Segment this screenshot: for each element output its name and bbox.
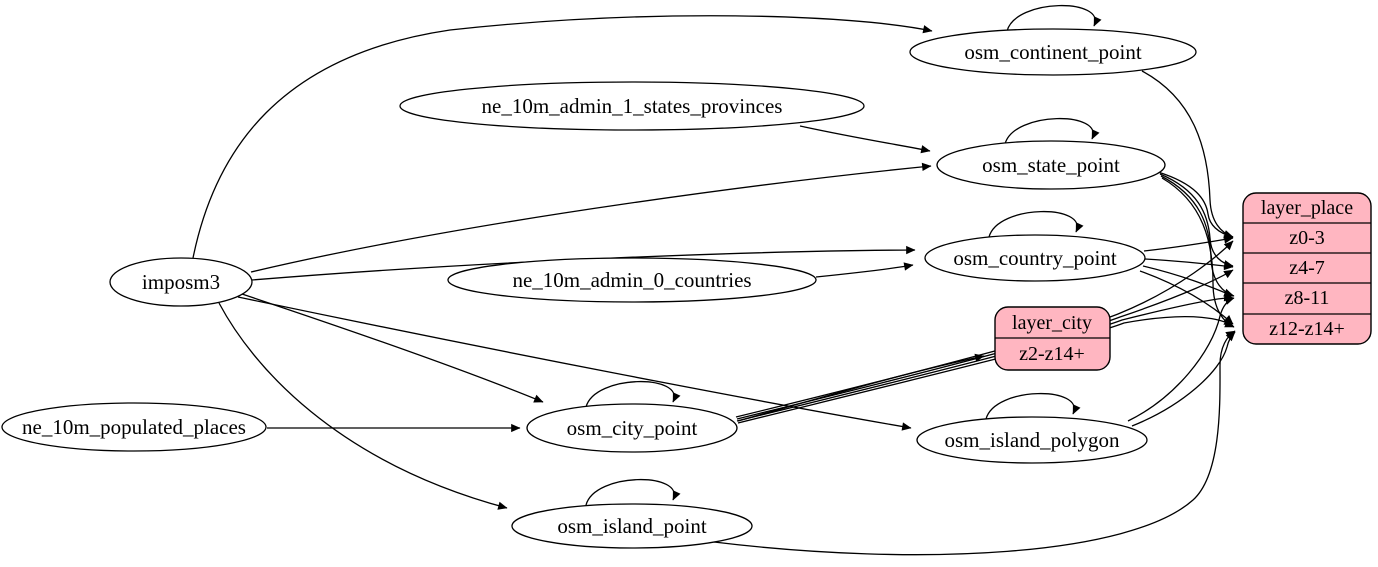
node-ne_10m_populated_places-shape	[1, 402, 267, 452]
record-layer_place-row-z0-3: z0-3	[1289, 227, 1325, 249]
edge-osm_island_polygon-self-loop	[985, 392, 1081, 420]
node-osm_island_polygon-label: osm_island_polygon	[944, 428, 1120, 452]
node-osm_country_point-shape	[924, 234, 1146, 282]
record-layer_place: layer_place z0-3 z4-7 z8-11 z12-z14+	[1242, 192, 1372, 345]
edge-osm_country_point-self-loop	[988, 210, 1084, 238]
edge-osm_state_point-self-loop	[1004, 117, 1100, 145]
node-ne_10m_admin_0_countries-label: ne_10m_admin_0_countries	[512, 268, 751, 292]
edge-osm_continent_point-self-loop	[1006, 4, 1102, 32]
node-imposm3: imposm3	[109, 257, 253, 307]
node-ne_10m_populated_places: ne_10m_populated_places	[1, 402, 267, 452]
edge-ne_10m_admin_1_states_provinces-osm_state_point	[799, 125, 931, 154]
edge-osm_state_point-layer_place-z0-3	[1157, 171, 1234, 239]
record-layer_city: layer_city z2-z14+	[994, 306, 1111, 371]
edge-osm_island_point-layer_place-z12-z14	[713, 330, 1236, 556]
record-layer_place-row-z4-7: z4-7	[1289, 257, 1325, 279]
edge-osm_city_point-layer_place-z12-z14	[737, 315, 1234, 424]
node-ne_10m_admin_1_states_provinces-label: ne_10m_admin_1_states_provinces	[482, 94, 783, 118]
node-osm_island_polygon-shape	[916, 416, 1148, 464]
node-osm_continent_point-shape	[909, 28, 1197, 76]
edge-imposm3-osm_continent_point	[192, 15, 933, 259]
node-ne_10m_admin_0_countries: ne_10m_admin_0_countries	[447, 257, 817, 303]
node-osm_city_point: osm_city_point	[526, 403, 738, 453]
edge-osm_city_point-layer_place-z4-7	[736, 269, 1234, 420]
node-osm_state_point: osm_state_point	[936, 140, 1166, 190]
node-osm_city_point-shape	[526, 403, 738, 453]
edge-osm_island_point-self-loop	[585, 478, 681, 506]
node-ne_10m_admin_1_states_provinces-shape	[399, 81, 865, 131]
edge-osm_country_point-layer_place-z0-3	[1143, 235, 1234, 252]
node-osm_state_point-shape	[936, 140, 1166, 190]
node-osm_island_polygon: osm_island_polygon	[916, 416, 1148, 464]
edge-imposm3-osm_state_point	[250, 162, 932, 273]
node-osm_continent_point-label: osm_continent_point	[964, 40, 1141, 64]
record-layer_place-row-z8-11: z8-11	[1285, 287, 1330, 309]
record-layer_city-title: layer_city	[1012, 312, 1092, 334]
edge-osm_state_point-layer_place-z12-z14	[1161, 177, 1235, 328]
node-ne_10m_admin_0_countries-shape	[447, 257, 817, 303]
node-imposm3-label: imposm3	[142, 270, 220, 294]
node-ne_10m_populated_places-label: ne_10m_populated_places	[22, 415, 246, 439]
node-osm_state_point-label: osm_state_point	[982, 153, 1120, 177]
edge-imposm3-osm_city_point	[241, 293, 544, 403]
edge-osm_country_point-layer_place-z4-7	[1144, 258, 1234, 271]
edge-imposm3-osm_island_polygon	[237, 296, 912, 431]
edge-osm_continent_point-layer_place-z0-3	[1141, 70, 1234, 239]
edge-ne_10m_admin_0_countries-osm_country_point	[815, 262, 914, 278]
node-osm_city_point-label: osm_city_point	[567, 416, 698, 440]
edge-osm_state_point-layer_place-z4-7	[1159, 173, 1234, 269]
node-ne_10m_admin_1_states_provinces: ne_10m_admin_1_states_provinces	[399, 81, 865, 131]
node-osm_country_point: osm_country_point	[924, 234, 1146, 282]
node-osm_country_point-label: osm_country_point	[953, 246, 1116, 270]
record-layer_place-row-z12-z14: z12-z14+	[1269, 318, 1345, 340]
edge-osm_island_polygon-layer_place-z8-11	[1127, 296, 1235, 422]
edge-imposm3-osm_island_point	[218, 302, 508, 510]
node-osm_island_point-shape	[511, 503, 753, 549]
node-imposm3-shape	[109, 257, 253, 307]
edge-layer	[192, 4, 1236, 556]
record-layer_city-row-z2-z14: z2-z14+	[1019, 343, 1085, 365]
record-layer_place-title: layer_place	[1261, 197, 1353, 219]
node-osm_island_point-label: osm_island_point	[557, 514, 707, 538]
node-osm_continent_point: osm_continent_point	[909, 28, 1197, 76]
node-osm_island_point: osm_island_point	[511, 503, 753, 549]
edge-osm_city_point-self-loop	[585, 380, 681, 408]
record-layer_place-shape	[1242, 192, 1372, 345]
